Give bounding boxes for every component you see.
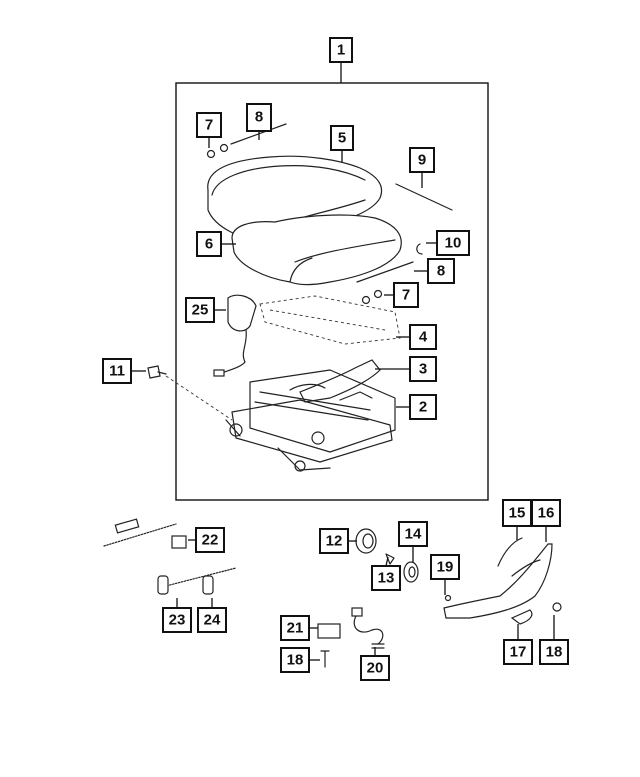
knob [355, 528, 377, 554]
sleeve-right [202, 575, 214, 595]
callout-21: 21 [280, 615, 310, 641]
push-pin-upper [206, 143, 229, 159]
svg-text:7: 7 [402, 287, 410, 304]
pin-clip [444, 594, 452, 602]
svg-text:25: 25 [192, 302, 209, 319]
seat-belt-buckle [213, 294, 257, 377]
callout-14: 14 [398, 521, 428, 547]
wire-rod-right [395, 183, 453, 211]
svg-text:19: 19 [437, 559, 454, 576]
bezel [510, 609, 533, 625]
svg-text:8: 8 [255, 109, 263, 126]
callout-17: 17 [503, 639, 533, 665]
push-pin-lower [361, 289, 383, 305]
callout-24: 24 [197, 607, 227, 633]
svg-text:21: 21 [287, 620, 304, 637]
screw-right [552, 602, 562, 612]
screw-lower [320, 650, 330, 668]
svg-text:15: 15 [509, 505, 526, 522]
side-shield [443, 537, 553, 619]
svg-text:7: 7 [205, 117, 213, 134]
svg-text:13: 13 [378, 570, 395, 587]
spring-clip [171, 535, 187, 549]
svg-text:23: 23 [169, 612, 186, 629]
svg-text:24: 24 [204, 612, 221, 629]
callout-3: 3 [409, 356, 437, 382]
spring-upper [103, 518, 177, 547]
callout-22: 22 [195, 527, 225, 553]
callout-18-left: 18 [280, 647, 310, 673]
callout-9: 9 [409, 147, 435, 173]
wire-rod-lower [356, 261, 414, 283]
svg-text:8: 8 [437, 263, 445, 280]
bolt [147, 365, 233, 421]
callout-12: 12 [319, 528, 349, 554]
callout-5: 5 [330, 125, 354, 151]
leader-lines [131, 62, 555, 661]
svg-text:18: 18 [287, 652, 304, 669]
callout-7-upper: 7 [196, 112, 222, 138]
callout-1: 1 [329, 37, 353, 63]
svg-text:11: 11 [109, 363, 125, 380]
svg-text:10: 10 [445, 235, 462, 252]
trim-ring [403, 561, 419, 583]
callout-8-lower: 8 [427, 258, 455, 284]
clip [416, 243, 423, 255]
svg-text:12: 12 [326, 533, 343, 550]
sleeve-left [157, 575, 169, 595]
callout-4: 4 [409, 324, 437, 350]
callout-8-upper: 8 [246, 103, 272, 132]
seat-cushion-pad [231, 214, 402, 286]
svg-text:17: 17 [510, 644, 527, 661]
seat-track-frame [225, 369, 396, 472]
callout-10: 10 [436, 230, 470, 256]
control-module [317, 623, 341, 639]
callout-13: 13 [371, 565, 401, 591]
svg-text:2: 2 [419, 399, 427, 416]
svg-text:16: 16 [538, 505, 555, 522]
svg-text:18: 18 [546, 644, 563, 661]
wiring-harness [351, 607, 385, 649]
svg-text:4: 4 [419, 329, 428, 346]
callout-7-lower: 7 [393, 282, 419, 308]
callout-19: 19 [430, 554, 460, 580]
svg-text:5: 5 [338, 130, 346, 147]
svg-text:20: 20 [367, 660, 384, 677]
assembly-frame [175, 82, 489, 501]
callout-20: 20 [360, 655, 390, 681]
callout-2: 2 [409, 394, 437, 420]
callout-6: 6 [196, 231, 222, 257]
callout-15: 15 [502, 499, 532, 527]
callout-11: 11 [102, 358, 132, 384]
seat-mat [259, 295, 401, 345]
svg-text:6: 6 [205, 236, 213, 253]
svg-text:22: 22 [202, 532, 219, 549]
callout-16: 16 [531, 499, 561, 527]
svg-text:1: 1 [337, 42, 345, 59]
svg-text:3: 3 [419, 361, 427, 378]
callout-23: 23 [162, 607, 192, 633]
svg-text:14: 14 [405, 526, 422, 543]
callout-25: 25 [185, 297, 215, 323]
seat-plate [299, 359, 381, 403]
svg-text:9: 9 [418, 152, 426, 169]
spring-lower [157, 567, 237, 589]
callout-18-right: 18 [539, 639, 569, 665]
